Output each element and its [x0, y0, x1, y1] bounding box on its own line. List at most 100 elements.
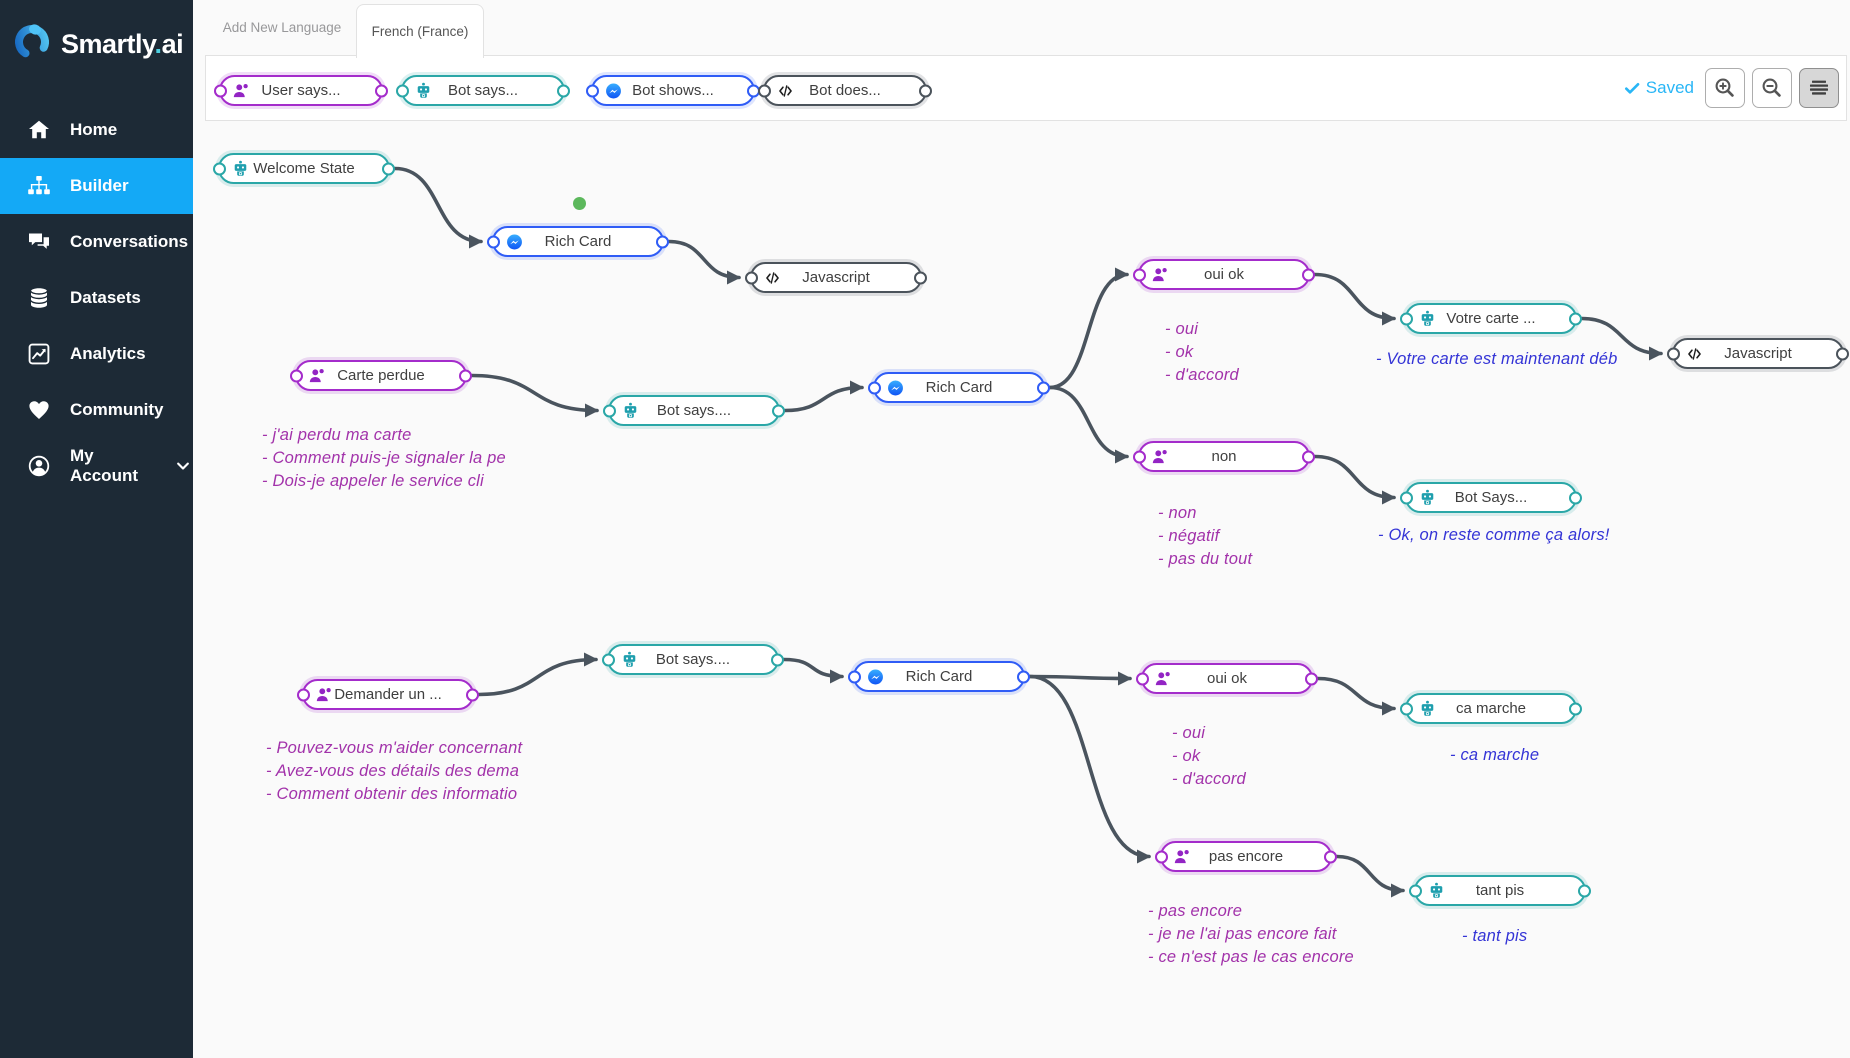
saved-label: Saved: [1645, 78, 1694, 97]
user-badge-icon: [308, 366, 327, 385]
sidebar-item-label: Community: [70, 400, 164, 419]
input-port[interactable]: [602, 653, 615, 666]
sidebar-item-home[interactable]: Home: [0, 102, 193, 158]
connector-oui-ok-2-to-ca-marche: [1316, 676, 1396, 716]
node-javascript-2[interactable]: Javascript: [1667, 338, 1849, 369]
output-port[interactable]: [459, 369, 472, 382]
input-port[interactable]: [1400, 491, 1413, 504]
builder-toolbar: Saved User says... Bot says... Bot shows..…: [205, 55, 1847, 121]
output-port[interactable]: [1569, 702, 1582, 715]
zoom-out-icon: [1760, 76, 1784, 100]
input-port[interactable]: [487, 235, 500, 248]
output-port[interactable]: [1017, 670, 1030, 683]
input-port[interactable]: [1400, 312, 1413, 325]
input-port[interactable]: [868, 381, 881, 394]
output-port[interactable]: [772, 404, 785, 417]
input-port[interactable]: [848, 670, 861, 683]
sidebar-item-community[interactable]: Community: [0, 382, 193, 438]
node-rich-card-2[interactable]: Rich Card: [868, 372, 1050, 403]
input-port[interactable]: [603, 404, 616, 417]
input-port[interactable]: [213, 162, 226, 175]
template-node-bot-does[interactable]: Bot does...: [758, 75, 932, 106]
node-label: Bot says....: [656, 402, 732, 419]
node-pas-encore[interactable]: pas encore: [1155, 841, 1337, 872]
output-port[interactable]: [1037, 381, 1050, 394]
tab-french-france[interactable]: French (France): [356, 4, 484, 58]
node-carte-perdue[interactable]: Carte perdue: [290, 360, 472, 391]
output-port[interactable]: [1836, 347, 1849, 360]
node-label: Rich Card: [544, 233, 612, 250]
sidebar-item-analytics[interactable]: Analytics: [0, 326, 193, 382]
output-port[interactable]: [1578, 884, 1591, 897]
output-port[interactable]: [919, 84, 932, 97]
sidebar-item-label: My Account: [70, 446, 138, 485]
zoom-in-icon: [1713, 76, 1737, 100]
output-port[interactable]: [466, 688, 479, 701]
chevron-down-icon[interactable]: [173, 456, 193, 476]
output-port[interactable]: [1569, 491, 1582, 504]
input-port[interactable]: [396, 84, 409, 97]
input-port[interactable]: [1667, 347, 1680, 360]
layout-button[interactable]: [1799, 68, 1839, 108]
output-port[interactable]: [656, 235, 669, 248]
sidebar-item-datasets[interactable]: Datasets: [0, 270, 193, 326]
robot-icon: [1418, 488, 1437, 507]
node-bot-says-2[interactable]: Bot Says...: [1400, 482, 1582, 513]
input-port[interactable]: [1133, 268, 1146, 281]
output-port[interactable]: [382, 162, 395, 175]
annotation-line: - j'ai perdu ma carte: [262, 426, 412, 444]
node-tant-pis[interactable]: tant pis: [1409, 875, 1591, 906]
node-welcome-state[interactable]: Welcome State: [213, 153, 395, 184]
node-ca-marche[interactable]: ca marche: [1400, 693, 1582, 724]
template-node-bot-says[interactable]: Bot says...: [396, 75, 570, 106]
input-port[interactable]: [758, 84, 771, 97]
annotation-line: - non: [1158, 504, 1197, 522]
node-non[interactable]: non: [1133, 441, 1315, 472]
output-port[interactable]: [1302, 450, 1315, 463]
account-icon: [27, 454, 51, 478]
output-port[interactable]: [1305, 672, 1318, 685]
messenger-icon: [886, 378, 905, 397]
output-port[interactable]: [771, 653, 784, 666]
node-rich-card-1[interactable]: Rich Card: [487, 226, 669, 257]
annotation-line: - pas du tout: [1158, 550, 1253, 568]
input-port[interactable]: [214, 84, 227, 97]
input-port[interactable]: [1133, 450, 1146, 463]
input-port[interactable]: [1409, 884, 1422, 897]
input-port[interactable]: [1400, 702, 1413, 715]
input-port[interactable]: [297, 688, 310, 701]
node-javascript-1[interactable]: Javascript: [745, 262, 927, 293]
node-label: Bot shows...: [632, 82, 714, 99]
input-port[interactable]: [586, 84, 599, 97]
input-port[interactable]: [745, 271, 758, 284]
output-port[interactable]: [375, 84, 388, 97]
node-bot-says-3[interactable]: Bot says....: [602, 644, 784, 675]
input-port[interactable]: [1155, 850, 1168, 863]
output-port[interactable]: [914, 271, 927, 284]
node-votre-carte[interactable]: Votre carte ...: [1400, 303, 1582, 334]
output-port[interactable]: [557, 84, 570, 97]
sidebar-item-conversations[interactable]: Conversations: [0, 214, 193, 270]
node-oui-ok-2[interactable]: oui ok: [1136, 663, 1318, 694]
annotation-line: - pas encore: [1148, 902, 1243, 920]
node-demander-un[interactable]: Demander un ...: [297, 679, 479, 710]
user-badge-icon: [1154, 669, 1173, 688]
input-port[interactable]: [1136, 672, 1149, 685]
output-port[interactable]: [1569, 312, 1582, 325]
input-port[interactable]: [290, 369, 303, 382]
sidebar-item-builder[interactable]: Builder: [0, 158, 193, 214]
template-node-bot-shows[interactable]: Bot shows...: [586, 75, 760, 106]
sidebar-item-my-account[interactable]: My Account: [0, 438, 193, 494]
node-oui-ok-1[interactable]: oui ok: [1133, 259, 1315, 290]
zoom-out-button[interactable]: [1752, 68, 1792, 108]
template-node-user-says[interactable]: User says...: [214, 75, 388, 106]
code-icon: [763, 268, 782, 287]
node-label: Rich Card: [905, 668, 973, 685]
output-port[interactable]: [1324, 850, 1337, 863]
node-rich-card-3[interactable]: Rich Card: [848, 661, 1030, 692]
zoom-in-button[interactable]: [1705, 68, 1745, 108]
output-port[interactable]: [1302, 268, 1315, 281]
tab-add-new-language[interactable]: Add New Language: [222, 20, 342, 35]
node-bot-says-1[interactable]: Bot says....: [603, 395, 785, 426]
